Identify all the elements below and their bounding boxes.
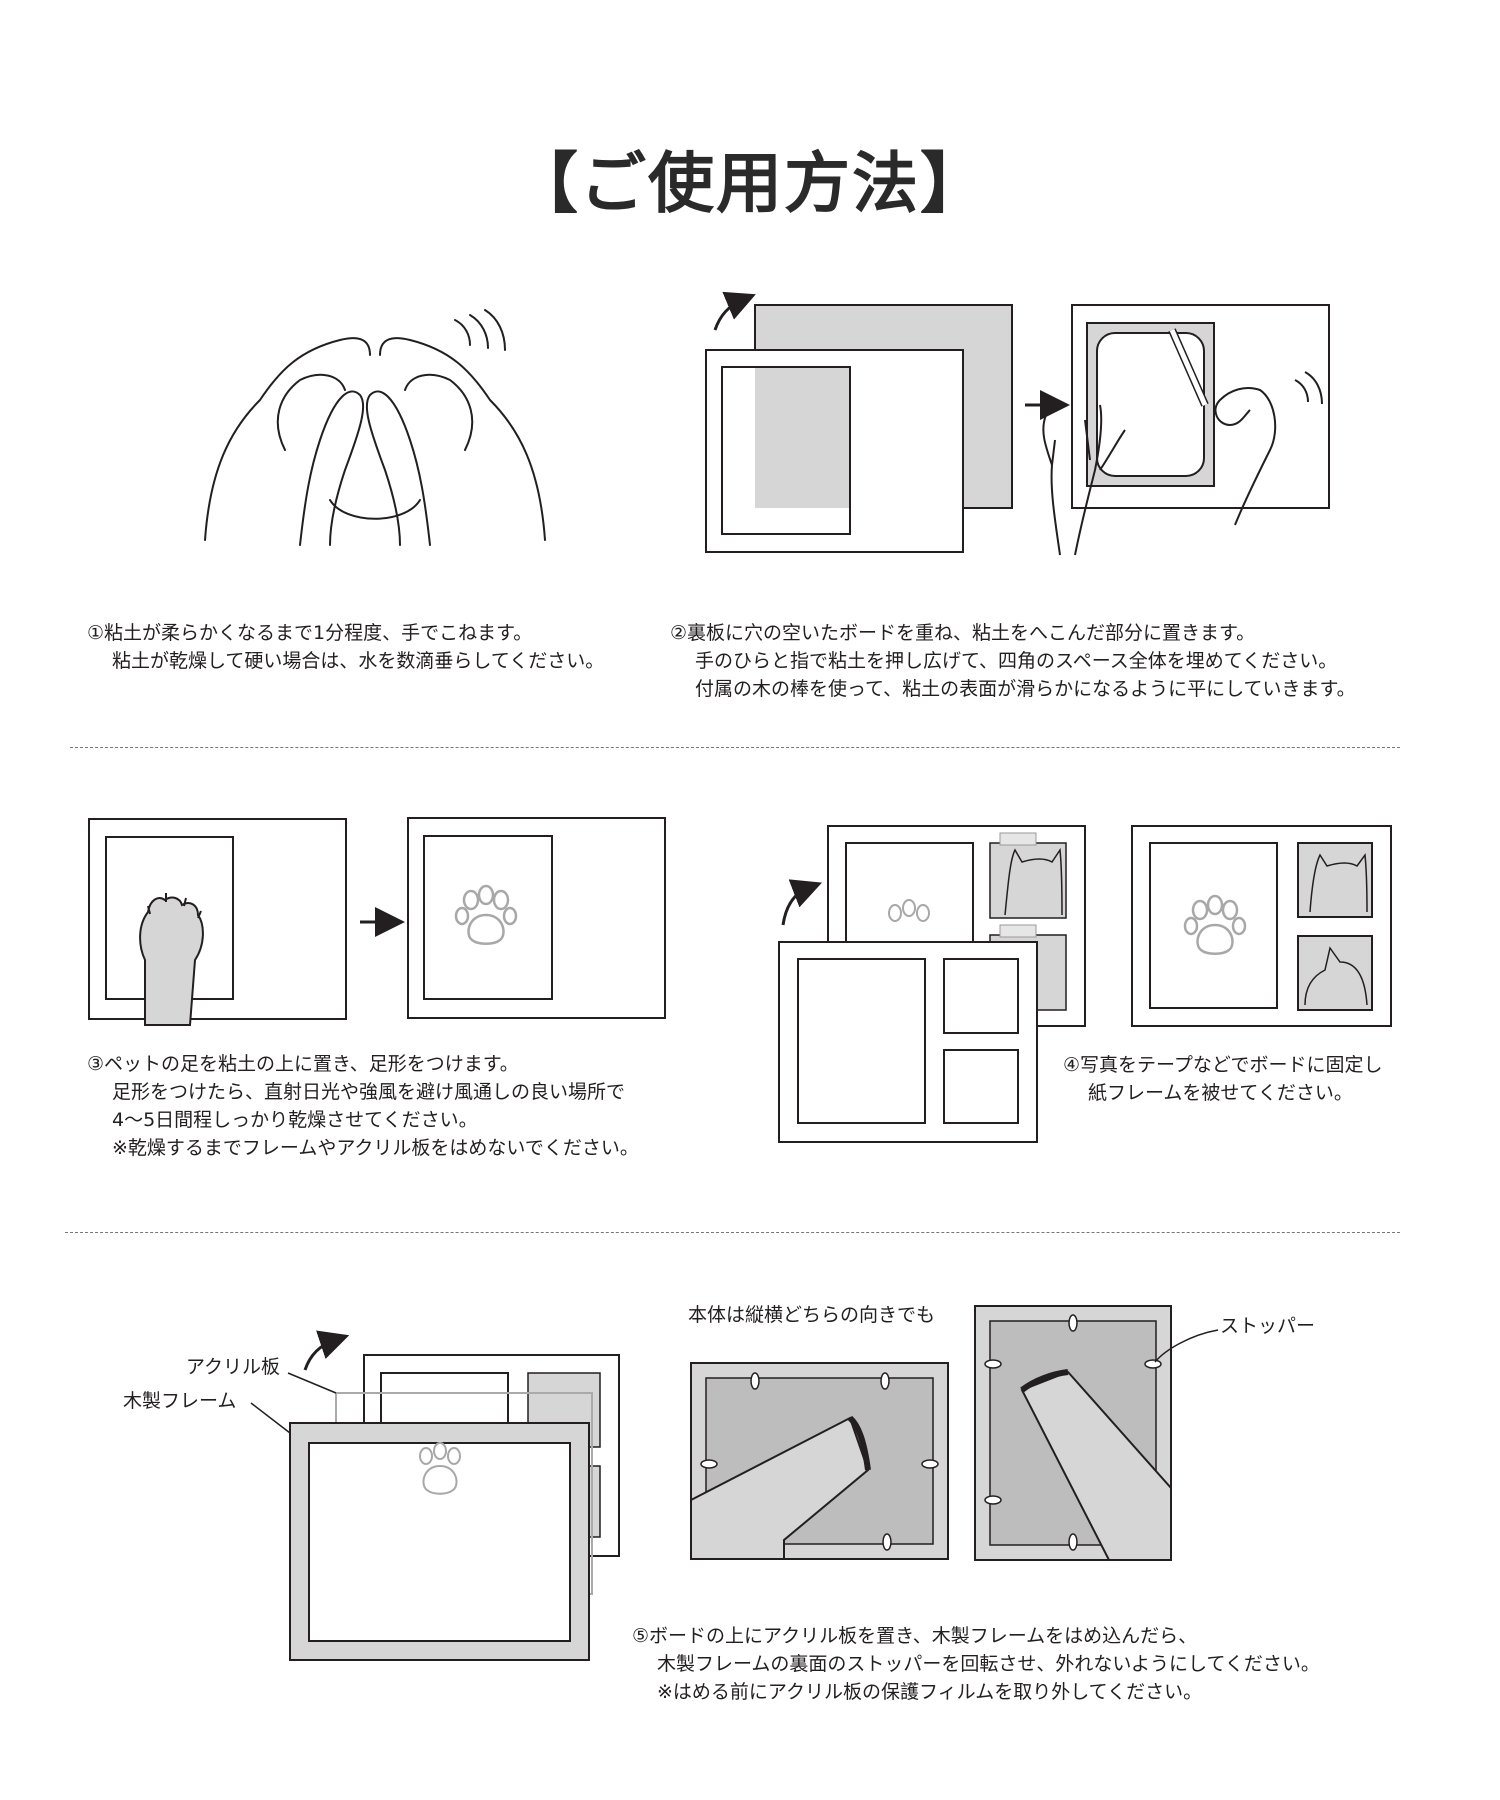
arrow-curved-icon [713,291,756,331]
orientation-label: 本体は縦横どちらの向きでも [688,1304,936,1326]
step-3-line: 4〜5日間程しっかり乾燥させてください。 [112,1109,478,1131]
paw-print-icon [454,884,518,945]
spreading-clay-illustration [1042,304,1330,556]
section-divider [65,1232,1400,1233]
step-4-line: 紙フレームを被せてください。 [1088,1082,1353,1104]
step-3-line: ③ペットの足を粘土の上に置き、足形をつけます。 [87,1053,519,1075]
step-5-line: 木製フレームの裏面のストッパーを回転させ、外れないようにしてください。 [657,1653,1320,1675]
step-4-line: ④写真をテープなどでボードに固定し [1063,1054,1383,1076]
step-2-line: 手のひらと指で粘土を押し広げて、四角のスペース全体を埋めてください。 [695,650,1338,672]
step-2-text: ②裏板に穴の空いたボードを重ね、粘土をへこんだ部分に置きます。 手のひらと指で粘… [670,619,1356,703]
stopper-icon [700,1372,939,1551]
step-3-line: 足形をつけたら、直射日光や強風を避け風通しの良い場所で [112,1081,626,1103]
step-5-line: ⑤ボードの上にアクリル板を置き、木製フレームをはめ込んだら、 [632,1625,1198,1647]
board-stack-illustration [705,291,1013,553]
step-2-line: 付属の木の棒を使って、粘土の表面が滑らかになるように平にしていきます。 [695,678,1356,700]
step-1-line: ①粘土が柔らかくなるまで1分程度、手でこねます。 [87,622,533,644]
step-1-line: 粘土が乾燥して硬い場合は、水を数滴垂らしてください。 [112,650,605,672]
frame-back-landscape-illustration [690,1362,949,1560]
photo-board-stack-illustration [778,825,1086,1143]
step-5-line: ※はめる前にアクリル板の保護フィルムを取り外してください。 [657,1681,1203,1703]
paw-print-icon [1183,894,1247,955]
step-5-text: ⑤ボードの上にアクリル板を置き、木製フレームをはめ込んだら、 木製フレームの裏面… [632,1622,1320,1706]
cat-photo-icon [1004,847,1063,916]
stopper-label: ストッパー [1220,1315,1316,1337]
stopper-icon [984,1314,1162,1551]
paw-pressing-illustration [88,818,347,1026]
frame-assembly-illustration [250,1330,620,1661]
step-4-text: ④写真をテープなどでボードに固定し 紙フレームを被せてください。 [1063,1051,1383,1107]
step-3-text: ③ペットの足を粘土の上に置き、足形をつけます。 足形をつけたら、直射日光や強風を… [87,1050,639,1162]
cat-photo-icon [1309,852,1368,913]
cat-photo-icon [1304,946,1368,1006]
section-divider [70,747,1400,748]
paw-print-board-illustration [407,817,666,1019]
frame-back-portrait-illustration [974,1305,1219,1561]
hands-kneading-icon [204,309,546,546]
step-3-line: ※乾燥するまでフレームやアクリル板をはめないでください。 [112,1137,639,1159]
wood-frame-label: 木製フレーム [123,1390,237,1412]
step-1-text: ①粘土が柔らかくなるまで1分程度、手でこねます。 粘土が乾燥して硬い場合は、水を… [87,619,604,675]
step-2-line: ②裏板に穴の空いたボードを重ね、粘土をへこんだ部分に置きます。 [670,622,1256,644]
acrylic-label: アクリル板 [186,1356,281,1378]
arrow-curved-icon [781,879,822,926]
arrow-curved-icon [303,1330,350,1371]
page-title: 【ご使用方法】 [512,145,988,222]
finished-photo-board-illustration [1131,825,1392,1027]
